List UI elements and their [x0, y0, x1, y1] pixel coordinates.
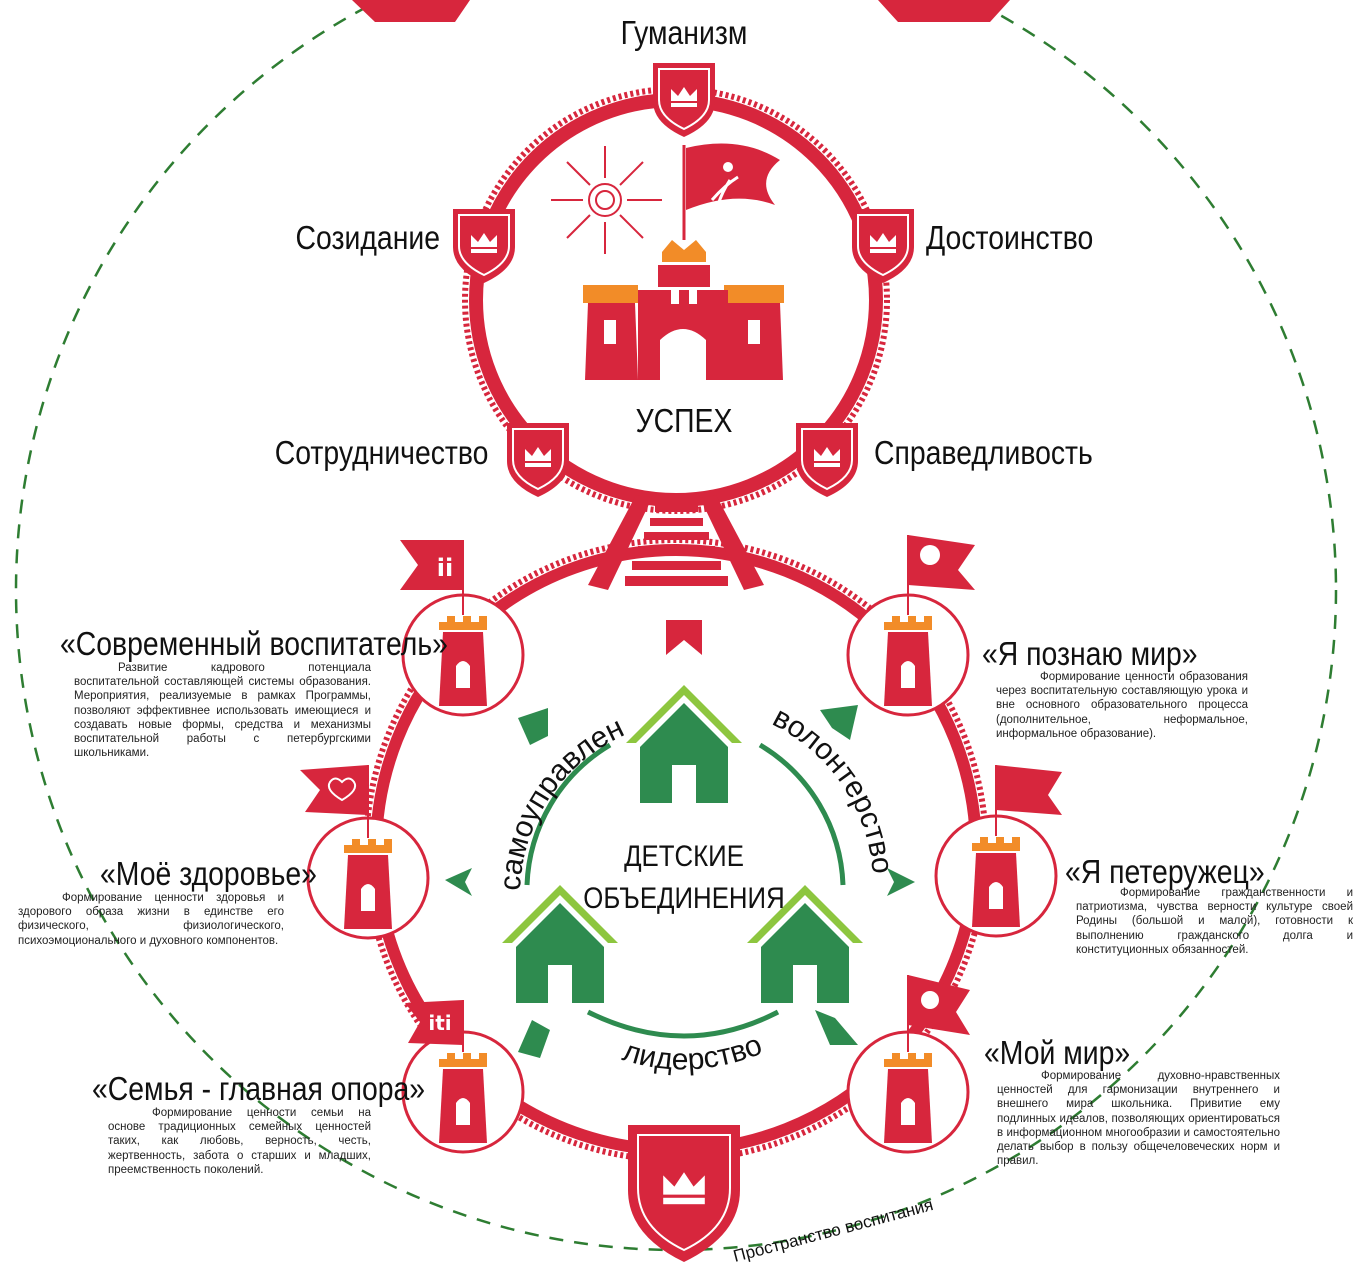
house-top — [626, 685, 742, 803]
value-justice: Справедливость — [874, 434, 1093, 471]
tower-family: iti — [401, 1000, 525, 1154]
tower-health — [300, 765, 430, 940]
castle-icon — [551, 143, 784, 380]
shield-cooperation — [507, 423, 569, 497]
tower-educator: i̇i — [400, 540, 525, 717]
shield-justice — [796, 423, 858, 497]
top-left-partial-shield — [352, 0, 470, 22]
top-right-partial-shield — [878, 0, 1010, 22]
program-world-text: Формирование ценности образования через … — [996, 671, 1248, 740]
shield-bottom — [628, 1125, 740, 1262]
shield-humanism — [653, 63, 715, 137]
svg-text:i̇i: i̇i — [437, 554, 453, 582]
tower-myworld — [846, 975, 970, 1154]
tower-world — [846, 535, 975, 717]
outer-space-label: Пространство воспитания — [731, 1195, 935, 1263]
program-world-title: «Я познаю мир» — [982, 635, 1198, 672]
svg-text:iti: iti — [428, 1011, 451, 1035]
value-creation: Созидание — [295, 219, 440, 256]
tower-petersburg — [934, 765, 1062, 938]
program-family-text: Формирование ценности семьи на основе тр… — [108, 1107, 371, 1176]
program-health-title: «Моё здоровье» — [100, 855, 317, 892]
program-petersburg-title: «Я петеружец» — [1065, 853, 1265, 890]
center-line2: ОБЪЕДИНЕНИЯ — [583, 882, 785, 915]
program-health-text: Формирование ценности здоровья и здорово… — [18, 892, 284, 947]
center-line1: ДЕТСКИЕ — [624, 840, 744, 873]
program-myworld-text: Формирование духовно-нравственных ценнос… — [997, 1070, 1280, 1168]
program-educator-text: Развитие кадрового потенциала воспитател… — [74, 662, 371, 760]
arc-self-gov — [524, 742, 612, 886]
value-cooperation: Сотрудничество — [274, 434, 489, 471]
program-educator-title: «Современный воспитатель» — [60, 625, 448, 662]
shield-dignity — [852, 209, 914, 283]
arc-volunteer — [758, 742, 846, 886]
top-chevron — [666, 620, 702, 655]
program-petersburg-text: Формирование гражданственности и патриот… — [1076, 887, 1353, 956]
staircase — [588, 495, 764, 590]
program-family-title: «Семья - главная опора» — [92, 1070, 426, 1107]
program-myworld-title: «Мой мир» — [984, 1034, 1131, 1071]
green-chevrons — [445, 705, 915, 1058]
success-label: УСПЕХ — [635, 402, 733, 439]
value-humanism: Гуманизм — [620, 14, 748, 51]
value-dignity: Достоинство — [926, 219, 1094, 256]
shield-creation — [453, 209, 515, 283]
arc-leadership — [586, 1009, 780, 1039]
